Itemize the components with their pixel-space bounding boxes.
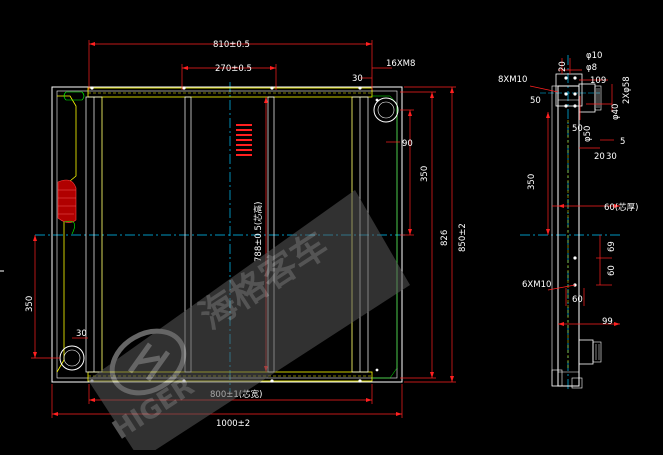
- hatched-region: [57, 179, 77, 223]
- dim-d8: φ8: [586, 63, 597, 73]
- side-inlet-pipe: [578, 83, 596, 113]
- dim-d40: φ40: [611, 104, 621, 120]
- dim-right-offset: 90: [402, 139, 413, 149]
- dim-60c: 60: [572, 295, 583, 305]
- dim-thread-8xm10: 8XM10: [498, 75, 527, 85]
- dim-60-core: 60(芯厚): [604, 202, 638, 213]
- dim-60b: 60: [607, 265, 617, 276]
- dim-d10: φ10: [586, 51, 602, 61]
- side-view: φ10 φ8 20 109 2Xφ58 8XM10 50 50 φ50 φ40 …: [498, 51, 638, 392]
- dim-d50: φ50: [583, 126, 593, 142]
- dim-core-height: 788±0.5(芯高): [253, 202, 264, 263]
- dim-2xd58: 2Xφ58: [622, 76, 632, 104]
- dim-50b: 50: [572, 124, 583, 134]
- dim-mount-spacing: 270±0.5: [215, 64, 252, 74]
- dim-109: 109: [590, 76, 606, 86]
- vent-slots: [236, 124, 252, 156]
- dim-thread-16xm8: 16XM8: [386, 59, 415, 69]
- dim-350-side: 350: [527, 174, 537, 190]
- dim-20: 20: [558, 61, 568, 72]
- dim-bottom-offset: 30: [76, 329, 87, 339]
- top-tank: [87, 87, 373, 98]
- dim-20b: 20: [594, 152, 605, 162]
- dim-30: 30: [606, 152, 617, 162]
- dim-99: 99: [602, 317, 613, 327]
- dim-width-top: 810±0.5: [213, 40, 250, 50]
- dim-height-total: 850±2: [458, 223, 468, 252]
- side-outlet-pipe: [578, 339, 594, 365]
- dim-left-bottom: 350: [25, 296, 35, 312]
- inlet-port: [373, 97, 399, 123]
- dim-5: 5: [620, 137, 625, 147]
- dim-height-inner: 826: [440, 230, 450, 246]
- dim-right-inner: 350: [420, 166, 430, 182]
- watermark: 海格客车 HIGER: [88, 190, 410, 455]
- dim-69: 69: [607, 241, 617, 252]
- higer-logo-emblem: [109, 328, 187, 396]
- dim-thread-6xm10: 6XM10: [522, 280, 551, 290]
- dim-hole-offset: 30: [352, 74, 363, 84]
- dim-50a: 50: [530, 96, 541, 106]
- dim-total-width: 1000±2: [216, 419, 250, 429]
